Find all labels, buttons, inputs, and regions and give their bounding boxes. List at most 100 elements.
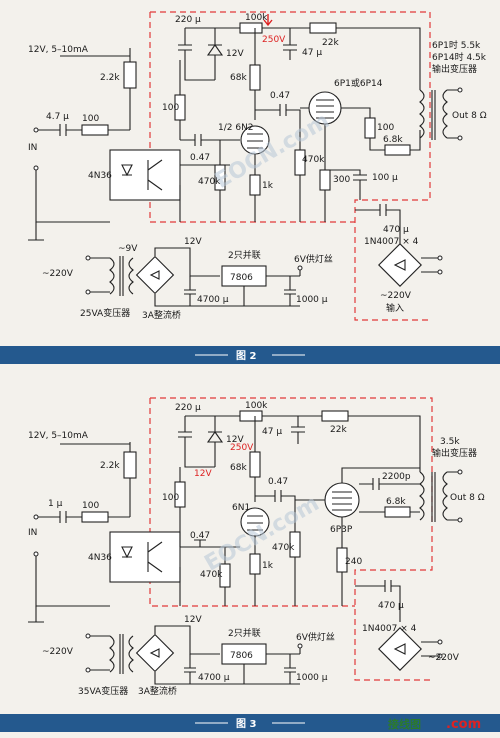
resistor-100k [239, 22, 263, 34]
label-r-22k: 22k [330, 425, 347, 435]
label-r-6.8k: 6.8k [383, 135, 403, 145]
label-r-6.8k: 6.8k [386, 497, 406, 507]
resistor-470k-b [294, 149, 306, 176]
resistor-6.8k [384, 144, 411, 156]
resistor-22k [321, 410, 349, 422]
label-r-1k: 1k [262, 561, 274, 571]
label-mains: ~220V [42, 269, 74, 279]
label-c-220: 220 μ [175, 403, 201, 413]
label-c-100: 100 μ [372, 173, 398, 183]
label-r-1k: 1k [262, 181, 274, 191]
label-c-1000: 1000 μ [296, 673, 328, 683]
resistor-100k [239, 410, 263, 422]
label-c-in: 1 μ [48, 499, 63, 509]
resistor-100-g2 [364, 117, 376, 139]
label-r-470k-a: 470k [198, 177, 221, 187]
input-resistor [81, 511, 109, 523]
bridge-rectifier-hv [378, 627, 422, 671]
figure-2-panel: 2.2k 12V, 5–10mA 4.7 μ 100 IN 4N36 220 μ… [0, 0, 500, 366]
label-c-4700: 4700 μ [197, 295, 229, 305]
caption-figure-3: 图 3 [236, 718, 256, 730]
label-xfmr-note2: 6P14时 4.5k [432, 51, 487, 63]
label-rect: 3A整流桥 [138, 685, 177, 697]
label-tube1: 6N1 [232, 503, 250, 513]
label-tube2: 6P1或6P14 [334, 77, 383, 89]
label-c-47: 47 μ [262, 427, 282, 437]
figure-2-schematic: 2.2k 12V, 5–10mA 4.7 μ 100 IN 4N36 220 μ… [0, 11, 500, 364]
label-ac220-in: ~220V [428, 653, 460, 663]
label-v12: 12V [184, 237, 202, 247]
label-c-047b: 0.47 [190, 531, 210, 541]
figure-3-panel: 2.2k 12V, 5–10mA 1 μ 100 IN 4N36 220 μ 1… [0, 372, 500, 738]
label-in: IN [28, 143, 37, 153]
label-tube2: 6P3P [330, 525, 353, 535]
label-250v: 250V [230, 443, 254, 453]
caption-figure-2: 图 2 [236, 350, 256, 362]
resistor-100 [174, 481, 186, 508]
label-bridge: 1N4007 × 4 [364, 237, 419, 247]
caption-bar [0, 346, 500, 364]
label-r-470k-a: 470k [200, 570, 223, 580]
resistor-100 [174, 94, 186, 121]
label-c-047a: 0.47 [268, 477, 288, 487]
label-r-100: 100 [162, 103, 179, 113]
label-c-047a: 0.47 [270, 91, 290, 101]
figure-3-schematic: 2.2k 12V, 5–10mA 1 μ 100 IN 4N36 220 μ 1… [0, 397, 500, 732]
label-r-100k: 100k [245, 13, 268, 23]
label-xfmr: 35VA变压器 [78, 685, 128, 697]
label-r-100: 100 [162, 493, 179, 503]
resistor-470k-b [289, 531, 301, 558]
label-ac-in: 输入 [386, 302, 404, 314]
bridge-rectifier-lv [135, 633, 175, 673]
label-12v-red: 12V [194, 469, 212, 479]
label-c-470: 470 μ [378, 601, 404, 611]
label-supply-in: 12V, 5–10mA [28, 45, 89, 55]
label-xfmr: 25VA变压器 [80, 307, 130, 319]
label-bridge: 1N4007 × 4 [362, 624, 417, 634]
label-c-047b: 0.47 [190, 153, 210, 163]
resistor-2.2k [123, 61, 137, 89]
label-reg: 7806 [230, 651, 253, 661]
resistor-240 [336, 547, 348, 573]
label-parallel: 2只并联 [228, 627, 261, 639]
label-r-240: 240 [345, 557, 362, 567]
resistor-68k [249, 64, 261, 91]
label-mains: ~220V [42, 647, 74, 657]
label-250v: 250V [262, 35, 286, 45]
label-r-68k: 68k [230, 73, 247, 83]
resistor-22k [309, 22, 337, 34]
label-supply-in: 12V, 5–10mA [28, 431, 89, 441]
label-r-100-g: 100 [377, 123, 394, 133]
resistor-1k [249, 553, 261, 575]
label-v12: 12V [184, 615, 202, 625]
resistor-68k [249, 451, 261, 478]
label-rect: 3A整流桥 [142, 309, 181, 321]
resistor-2.2k [123, 451, 137, 479]
label-parallel: 2只并联 [228, 249, 261, 261]
label-fil: 6V供灯丝 [294, 253, 333, 265]
label-ac220-in: ~220V [380, 291, 412, 301]
bridge-rectifier-hv [378, 243, 422, 287]
label-xfmr-note2: 输出变压器 [432, 447, 477, 459]
bridge-rectifier-lv [135, 255, 175, 295]
label-c-in: 4.7 μ [46, 112, 69, 122]
label-r-in: 100 [82, 501, 99, 511]
label-c-47: 47 μ [302, 48, 322, 58]
resistor-6.8k [384, 506, 411, 518]
label-r-22k: 22k [322, 38, 339, 48]
site-logo-cn: 接线图 [388, 717, 421, 731]
label-r-470k-b: 470k [272, 543, 295, 553]
label-in: IN [28, 528, 37, 538]
amp-board-outline [149, 11, 431, 321]
resistor-300 [319, 169, 331, 191]
resistor-470k-a [214, 164, 226, 191]
label-zener: 12V [226, 435, 244, 445]
label-c-1000: 1000 μ [296, 295, 328, 305]
label-fil: 6V供灯丝 [296, 631, 335, 643]
label-r-300: 300 [333, 175, 350, 185]
label-tube1: 1/2 6N2 [218, 123, 254, 133]
tube-6p3p [324, 482, 360, 518]
label-r-68k: 68k [230, 463, 247, 473]
resistor-1k [249, 174, 261, 196]
label-r-470k-b: 470k [302, 155, 325, 165]
